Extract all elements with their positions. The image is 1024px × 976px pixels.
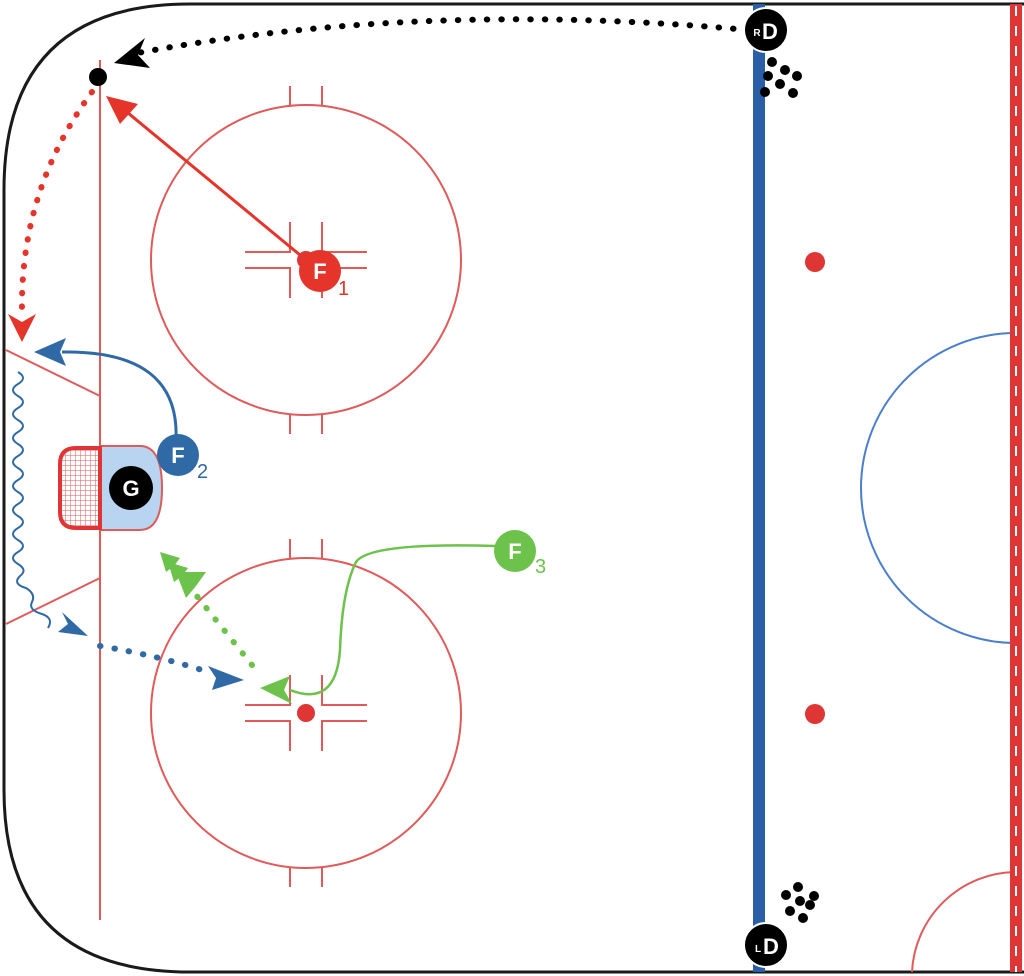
player-ld[interactable]: L D xyxy=(743,922,789,968)
trapezoid-line-bottom xyxy=(5,577,101,625)
player-rd[interactable]: R D xyxy=(743,7,789,53)
player-f1-number: 1 xyxy=(338,278,349,300)
f3-shot-arrowhead xyxy=(160,552,206,598)
puck-marker xyxy=(89,68,107,86)
puck-pile-icon xyxy=(781,882,819,923)
player-f2-number: 2 xyxy=(197,461,208,483)
player-f2-letter: F xyxy=(171,443,184,468)
f1-pass-arrowhead xyxy=(8,314,36,342)
player-f3[interactable]: F 3 xyxy=(494,530,546,578)
f2-skate-path xyxy=(61,350,178,441)
blue-line xyxy=(753,4,765,972)
player-rd-letter: D xyxy=(762,19,778,44)
f2-pass-path xyxy=(97,643,211,675)
f1-skate-arrowhead xyxy=(106,96,138,124)
player-rd-prefix: R xyxy=(753,28,761,39)
player-f3-number: 3 xyxy=(535,556,546,578)
goal-net-icon xyxy=(58,446,102,530)
player-f1[interactable]: F 1 xyxy=(299,250,349,300)
player-f1-letter: F xyxy=(313,259,326,284)
player-f2[interactable]: F 2 xyxy=(157,434,208,483)
f2-pass-arrowhead xyxy=(208,666,244,690)
rd-rim-pass-arrowhead xyxy=(114,38,150,68)
f2-carry-arrowhead xyxy=(58,612,88,636)
faceoff-circle-bottom xyxy=(150,539,462,887)
f1-pass-path xyxy=(18,89,95,315)
player-f3-letter: F xyxy=(508,539,521,564)
neutral-zone-dot-top xyxy=(805,252,825,272)
player-goalie-letter: G xyxy=(122,476,139,501)
center-circle xyxy=(860,332,1017,644)
rd-rim-pass-path xyxy=(129,16,751,57)
puck-pile-icon xyxy=(760,57,802,98)
f3-shot-path xyxy=(193,592,255,668)
center-faceoff-arc xyxy=(911,871,1017,973)
f3-skate-path xyxy=(289,544,497,696)
trapezoid-line-top xyxy=(5,349,101,397)
player-ld-prefix: L xyxy=(755,944,761,955)
f2-skate-arrowhead xyxy=(34,338,66,366)
f2-carry-path xyxy=(12,371,51,629)
neutral-zone-dot-bottom xyxy=(805,704,825,724)
faceoff-dot-bottom xyxy=(297,704,315,722)
player-ld-letter: D xyxy=(763,934,779,959)
f3-skate-arrowhead xyxy=(260,676,292,704)
player-goalie[interactable]: G xyxy=(109,466,153,510)
f1-skate-path xyxy=(121,106,301,257)
